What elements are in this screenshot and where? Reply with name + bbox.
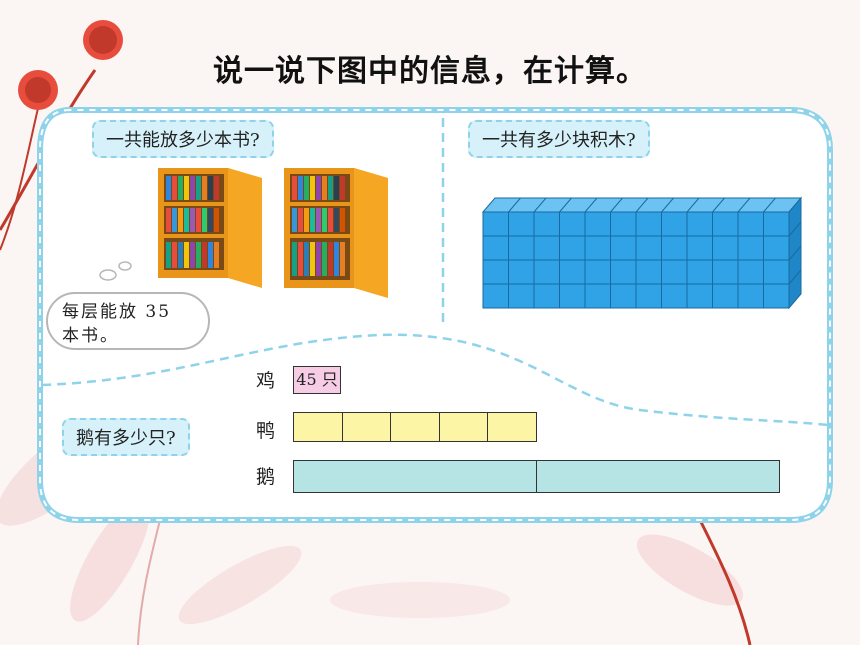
block-cube xyxy=(508,283,535,309)
block-cube xyxy=(763,259,790,285)
block-cube xyxy=(508,259,535,285)
goose-bar-segment xyxy=(537,461,779,492)
birds-question-label: 鹅有多少只? xyxy=(62,418,190,456)
block-cube xyxy=(635,235,662,261)
block-cube xyxy=(482,235,509,261)
block-cube xyxy=(686,235,713,261)
speech-bubble: 每层能放 35 本书。 xyxy=(46,292,210,350)
block-cube xyxy=(763,283,790,309)
duck-bar-segment xyxy=(391,413,440,441)
block-cube xyxy=(508,235,535,261)
block-cube xyxy=(686,283,713,309)
block-cube xyxy=(584,283,611,309)
block-cube xyxy=(559,235,586,261)
block-cube xyxy=(584,211,611,237)
block-cube xyxy=(737,235,764,261)
block-cube xyxy=(712,235,739,261)
bookshelf-icon xyxy=(284,168,388,298)
bubble-line-1: 每层能放 35 xyxy=(62,302,172,322)
block-cube xyxy=(737,259,764,285)
block-cube xyxy=(482,283,509,309)
block-cube xyxy=(584,235,611,261)
chicken-label: 鸡 xyxy=(256,370,276,392)
block-cube xyxy=(737,211,764,237)
duck-bar-segment xyxy=(343,413,392,441)
block-cube xyxy=(559,259,586,285)
block-stack xyxy=(481,196,803,310)
block-cube xyxy=(533,259,560,285)
block-cube xyxy=(686,259,713,285)
duck-bar-segment xyxy=(294,413,343,441)
block-cube xyxy=(661,259,688,285)
goose-bar xyxy=(293,460,780,493)
block-cube xyxy=(763,211,790,237)
block-cube xyxy=(584,259,611,285)
goose-label: 鹅 xyxy=(256,466,276,488)
block-cube xyxy=(737,283,764,309)
block-cube xyxy=(610,283,637,309)
blocks-question-label: 一共有多少块积木? xyxy=(468,120,650,158)
block-cube xyxy=(533,283,560,309)
block-cube xyxy=(559,283,586,309)
block-cube xyxy=(712,283,739,309)
block-cube xyxy=(712,259,739,285)
block-cube xyxy=(661,211,688,237)
block-cube xyxy=(610,211,637,237)
block-cube xyxy=(635,211,662,237)
duck-bar xyxy=(293,412,537,442)
block-cube xyxy=(610,235,637,261)
block-cube xyxy=(661,235,688,261)
books-question-label: 一共能放多少本书? xyxy=(92,120,274,158)
block-cube xyxy=(482,211,509,237)
block-cube xyxy=(508,211,535,237)
bookshelf-icon xyxy=(158,168,262,288)
block-cube xyxy=(533,235,560,261)
block-cube xyxy=(661,283,688,309)
block-cube xyxy=(635,283,662,309)
page-title: 说一说下图中的信息，在计算。 xyxy=(213,54,647,89)
block-cube xyxy=(763,235,790,261)
bubble-line-2: 本书。 xyxy=(62,326,119,346)
block-cube xyxy=(559,211,586,237)
block-cube xyxy=(610,259,637,285)
block-cube xyxy=(635,259,662,285)
goose-bar-segment xyxy=(294,461,537,492)
block-cube xyxy=(686,211,713,237)
block-cube xyxy=(712,211,739,237)
block-cube xyxy=(533,211,560,237)
duck-label: 鸭 xyxy=(256,420,276,442)
chicken-bar: 45 只 xyxy=(293,366,341,394)
block-cube xyxy=(482,259,509,285)
duck-bar-segment xyxy=(488,413,536,441)
duck-bar-segment xyxy=(440,413,489,441)
